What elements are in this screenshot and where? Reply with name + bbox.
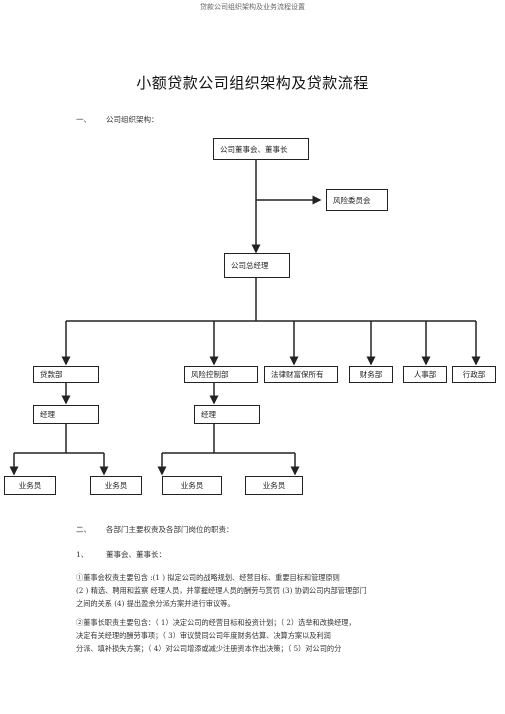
section-1-heading: 公司组织架构： <box>106 115 159 124</box>
risk-committee-box: 风险委员会 <box>326 189 388 211</box>
board-box: 公司董事会、董事长 <box>213 138 309 160</box>
chairman-duties-line-2: 决定有关经理的酬劳事项；（ 3）审议赞同公司年度财务估算、决算方案以及利润 <box>76 631 331 640</box>
general-manager-box: 公司总经理 <box>224 253 290 278</box>
admin-dept-box: 行政部 <box>452 366 496 383</box>
chairman-duties-line-3: 分派、填补损失方案；（ 4）对公司增添或减少注册资本作出决策；（ 5）对公司的分 <box>76 644 342 653</box>
board-duties-line-2: (2 ) 精选、聘用和监察 经理人员，并掌握经理人员的酬劳与赏罚 (3) 协调公… <box>76 586 367 595</box>
risk-control-dept-box: 风险控制部 <box>184 366 258 383</box>
manager-box: 经理 <box>194 405 260 424</box>
subsection-1-heading: 董事会、董事长： <box>106 550 166 559</box>
section-1-number: 一、 <box>76 115 91 124</box>
section-2-number: 二、 <box>76 525 91 534</box>
staff-box: 业务员 <box>90 476 142 495</box>
loan-dept-box: 贷款部 <box>33 366 99 383</box>
staff-box: 业务员 <box>162 476 222 495</box>
board-duties-line-3: 之间的关系 (4) 提出盈余分派方案并进行审议等。 <box>76 599 235 608</box>
staff-box: 业务员 <box>245 476 303 495</box>
running-header: 贷款公司组织架构及业务流程设置 <box>200 3 305 11</box>
staff-box: 业务员 <box>4 476 56 495</box>
section-2-heading: 各部门主要权责及各部门岗位的职责： <box>106 525 234 534</box>
subsection-1-number: 1、 <box>76 550 89 559</box>
page-title: 小额贷款公司组织架构及贷款流程 <box>136 74 369 92</box>
manager-box: 经理 <box>33 405 99 424</box>
hr-dept-box: 人事部 <box>403 366 447 383</box>
chairman-duties-line-1: ②董事长职责主要包含：（ 1）决定公司的经营目标和投资计划；（ 2）选举和改换经… <box>76 618 356 627</box>
board-duties-line-1: ①董事会权责主要包含 :(1 ) 拟定公司的战略规划、经营目标、重要目标和管理原… <box>76 573 340 582</box>
finance-dept-box: 财务部 <box>349 366 393 383</box>
legal-box: 法律财富保所有 <box>264 366 338 383</box>
